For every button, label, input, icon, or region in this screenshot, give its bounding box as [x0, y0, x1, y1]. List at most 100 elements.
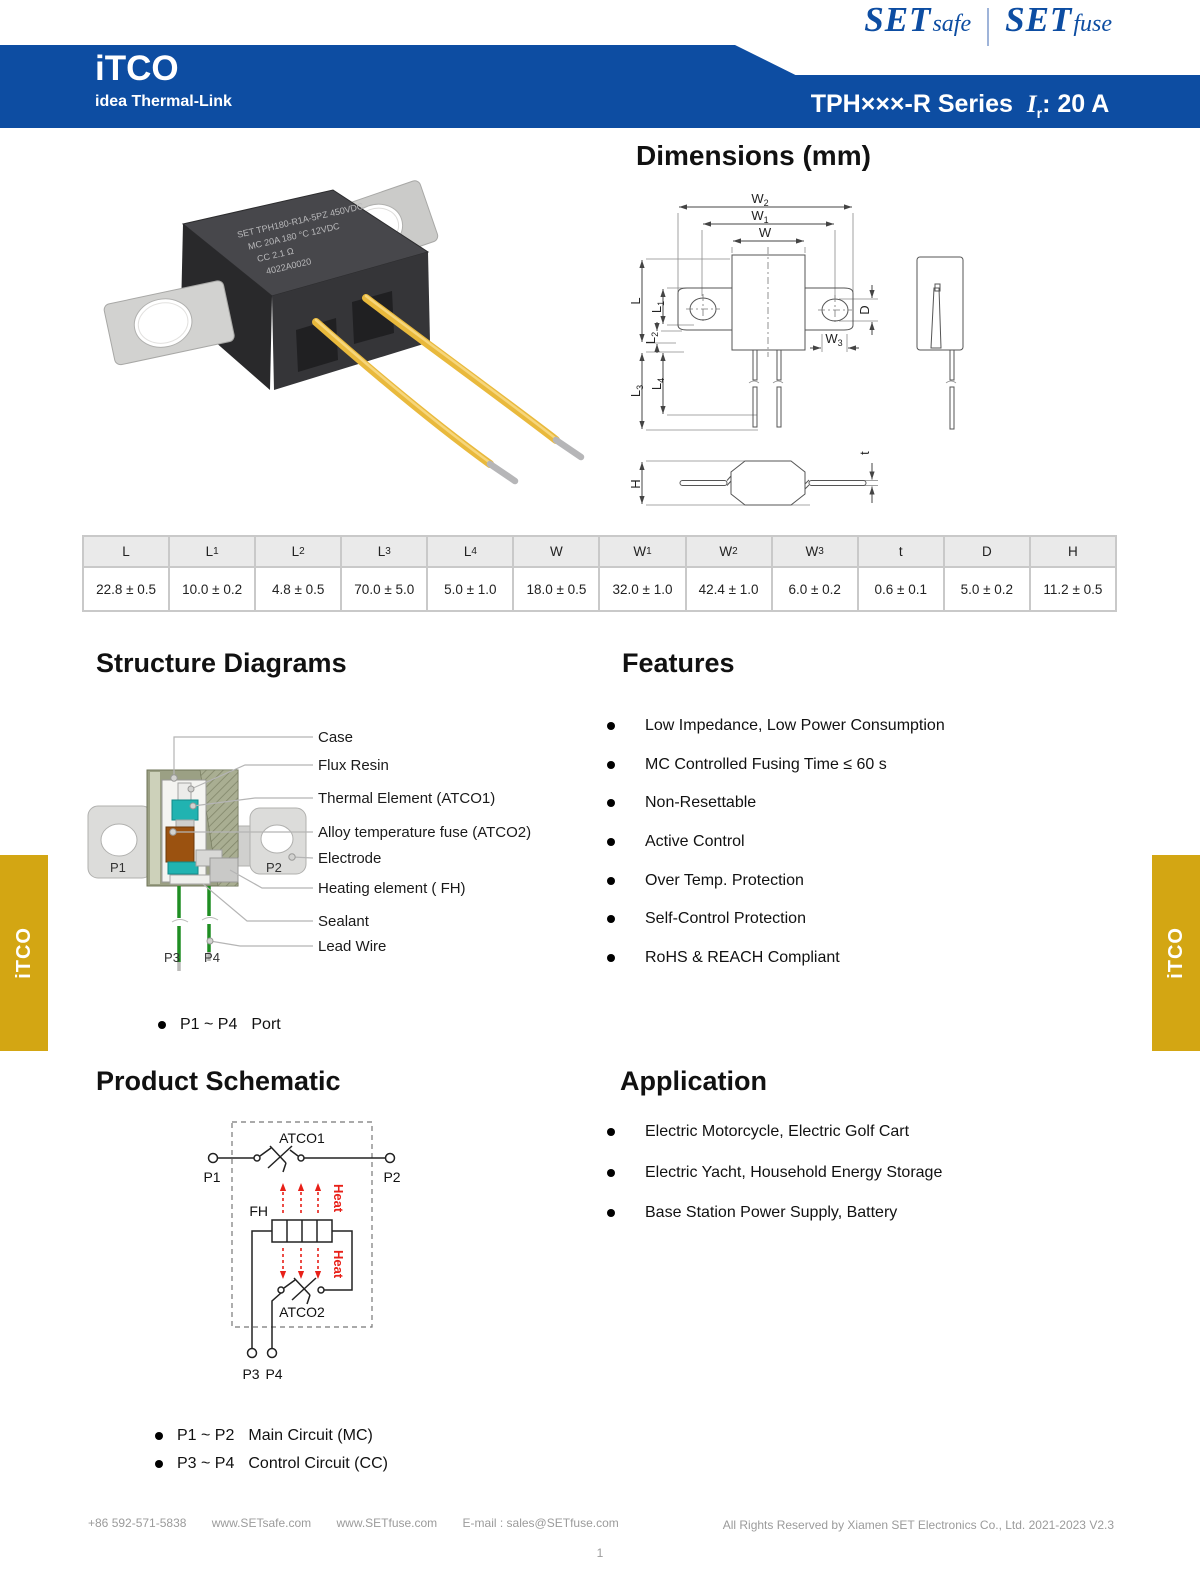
- svg-text:L2: L2: [643, 332, 660, 344]
- application-title: Application: [620, 1066, 767, 1096]
- port-labels: P1 P2 P3 P4: [110, 860, 282, 965]
- feature-item: Active Control: [599, 823, 1159, 862]
- rating-value: : 20 A: [1042, 90, 1110, 118]
- svg-text:Lead Wire: Lead Wire: [318, 938, 386, 955]
- dimensions-title: Dimensions (mm): [636, 140, 871, 171]
- bullet-icon: [607, 1209, 615, 1218]
- bullet-icon: [607, 722, 615, 731]
- svg-text:Sealant: Sealant: [318, 913, 370, 930]
- svg-text:W3: W3: [825, 331, 842, 348]
- table-cell: 5.0 ± 0.2: [943, 567, 1030, 611]
- table-cell: 5.0 ± 1.0: [427, 567, 514, 611]
- application-item: Electric Yacht, Household Energy Storage: [599, 1153, 1159, 1194]
- table-cell: 10.0 ± 0.2: [169, 567, 256, 611]
- features-title: Features: [622, 648, 735, 678]
- footer-rights: All Rights Reserved by Xiamen SET Electr…: [722, 1518, 1114, 1532]
- application-list: Electric Motorcycle, Electric Golf Cart …: [599, 1112, 1159, 1234]
- footer-email: E-mail : sales@SETfuse.com: [462, 1516, 619, 1530]
- feature-item: Over Temp. Protection: [599, 861, 1159, 900]
- control-circuit: [246, 1277, 325, 1359]
- product-photo: SET TPH180-R1A-5PZ 450VDC MC 20A 180 °C …: [103, 180, 585, 485]
- svg-text:P3: P3: [164, 950, 180, 965]
- col-header: L: [83, 536, 170, 567]
- lead-wires: [312, 294, 585, 485]
- footer-phone: +86 592-571-5838: [88, 1516, 187, 1530]
- structure-port-bullet: P1 ~ P4 Port: [158, 1016, 281, 1034]
- series-name: TPH×××-R Series: [810, 90, 1013, 118]
- product-name: iTCO: [95, 49, 179, 88]
- bullet-icon: [607, 1128, 615, 1137]
- metal-tab-lower: [103, 280, 235, 366]
- header-banner-notch: [735, 45, 1200, 75]
- logo-setsafe-suffix: safe: [932, 11, 972, 37]
- bullet-icon: [607, 760, 615, 769]
- heat-arrows-down: [279, 1248, 322, 1279]
- application-item: Electric Motorcycle, Electric Golf Cart: [599, 1112, 1159, 1153]
- cc-range: P3 ~ P4: [177, 1455, 235, 1472]
- table-cell: 6.0 ± 0.2: [771, 567, 858, 611]
- mc-range: P1 ~ P2: [177, 1427, 235, 1444]
- bullet-icon: [158, 1021, 166, 1029]
- svg-text:Heating element ( FH): Heating element ( FH): [318, 880, 466, 897]
- bullet-icon: [607, 876, 615, 885]
- cc-label: Control Circuit (CC): [248, 1455, 388, 1472]
- svg-text:L: L: [628, 297, 643, 304]
- col-header: W: [513, 536, 600, 567]
- footer-site-setsafe: www.SETsafe.com: [211, 1516, 312, 1530]
- table-cell: 42.4 ± 1.0: [685, 567, 772, 611]
- rating-symbol: I: [1026, 91, 1037, 118]
- fh-label: FH: [249, 1203, 268, 1219]
- side-tab-label: iTCO: [12, 927, 35, 979]
- bullet-icon: [155, 1460, 163, 1468]
- port-label: Port: [251, 1016, 281, 1033]
- logo-divider: [987, 8, 990, 46]
- svg-text:P4: P4: [204, 950, 220, 965]
- atco1-label: ATCO1: [279, 1130, 325, 1146]
- logo-setfuse-suffix: fuse: [1073, 11, 1112, 37]
- footer-site-setfuse: www.SETfuse.com: [336, 1516, 438, 1530]
- footer-contacts: +86 592-571-5838 www.SETsafe.com www.SET…: [88, 1516, 641, 1530]
- heat-label-lower: Heat: [331, 1250, 346, 1279]
- feature-item: MC Controlled Fusing Time ≤ 60 s: [599, 746, 1159, 785]
- side-tab-label: iTCO: [1164, 927, 1187, 979]
- mc-label: Main Circuit (MC): [248, 1427, 373, 1444]
- p2-label: P2: [383, 1169, 400, 1185]
- page-number: 1: [596, 1546, 604, 1560]
- svg-text:P1: P1: [110, 860, 126, 875]
- features-list: Low Impedance, Low Power Consumption MC …: [599, 707, 1159, 977]
- dimension-drawing: W2 W1 W W3 L L1 L2 L3 L4 D H t: [628, 191, 964, 506]
- schematic-bullet-cc: P3 ~ P4 Control Circuit (CC): [155, 1455, 388, 1473]
- side-tab-right: iTCO: [1152, 855, 1200, 1051]
- application-item: Base Station Power Supply, Battery: [599, 1193, 1159, 1234]
- svg-text:P2: P2: [266, 860, 282, 875]
- schematic-title: Product Schematic: [96, 1066, 341, 1096]
- logo-setsafe-set: SET: [864, 0, 932, 39]
- side-tab-left: iTCO: [0, 855, 48, 1051]
- bullet-icon: [607, 953, 615, 962]
- dimension-labels: W2 W1 W W3 L L1 L2 L3 L4 D H t: [628, 191, 872, 489]
- svg-text:Case: Case: [318, 729, 353, 746]
- p1-label: P1: [203, 1169, 220, 1185]
- bullet-icon: [607, 915, 615, 924]
- heating-element: [251, 1219, 353, 1348]
- svg-text:t: t: [857, 451, 872, 455]
- svg-text:W1: W1: [751, 208, 768, 225]
- col-header: D: [943, 536, 1030, 567]
- logo-setfuse-set: SET: [1005, 0, 1073, 39]
- product-tagline: idea Thermal-Link: [95, 93, 232, 110]
- svg-text:H: H: [628, 479, 643, 488]
- heat-label-upper: Heat: [331, 1184, 346, 1213]
- atco2-label: ATCO2: [279, 1304, 325, 1320]
- structure-labels: Case Flux Resin Thermal Element (ATCO1) …: [318, 729, 531, 955]
- table-cell: 22.8 ± 0.5: [83, 567, 170, 611]
- bullet-icon: [155, 1432, 163, 1440]
- leader-lines: [173, 736, 314, 947]
